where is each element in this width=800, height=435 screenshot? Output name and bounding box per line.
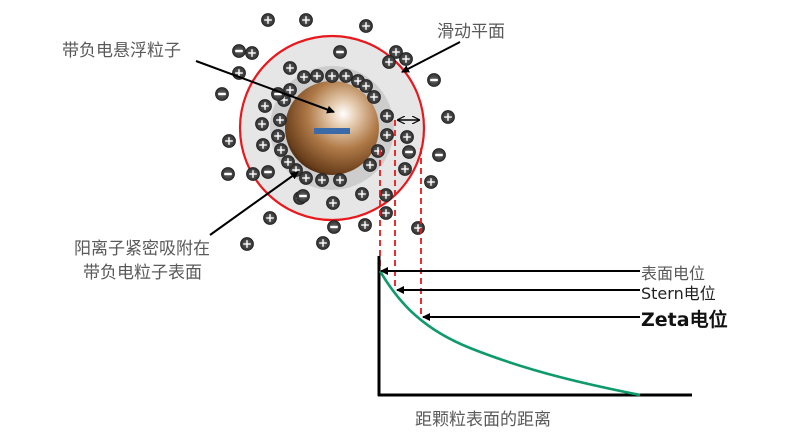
- cation-icon: [283, 61, 297, 75]
- cation-icon: [299, 13, 313, 27]
- cation-icon: [359, 19, 373, 33]
- cation-icon: [245, 46, 259, 60]
- adsorbed-pointer-arrow: [209, 171, 299, 236]
- cation-icon: [358, 218, 372, 232]
- cation-icon: [315, 173, 329, 187]
- cation-icon: [389, 45, 403, 59]
- cation-icon: [359, 79, 373, 93]
- cation-icon: [363, 158, 377, 172]
- anion-icon: [232, 44, 246, 58]
- cation-icon: [222, 134, 236, 148]
- cation-icon: [274, 143, 288, 157]
- cation-icon: [273, 113, 287, 127]
- cation-icon: [411, 221, 425, 235]
- anion-icon: [261, 165, 275, 179]
- x-axis-label: 距颗粒表面的距离: [415, 410, 551, 430]
- anion-icon: [333, 45, 347, 59]
- cation-icon: [400, 130, 414, 144]
- anion-icon: [427, 73, 441, 87]
- cation-icon: [246, 167, 260, 181]
- cation-icon: [339, 69, 353, 83]
- cation-icon: [310, 69, 324, 83]
- slip-plane-circle: [238, 34, 426, 222]
- anion-icon: [296, 189, 310, 203]
- cation-icon: [379, 206, 393, 220]
- cation-icon: [325, 69, 339, 83]
- cation-icon: [258, 99, 272, 113]
- adsorbed-label-line2: 带负电粒子表面: [83, 263, 202, 283]
- ions-group: [215, 13, 455, 251]
- anion-icon: [432, 148, 446, 162]
- cation-icon: [424, 175, 438, 189]
- cation-icon: [379, 188, 393, 202]
- slip-plane-pointer-arrow: [401, 41, 461, 73]
- cation-icon: [261, 13, 275, 27]
- cation-icon: [367, 90, 381, 104]
- cation-icon: [316, 236, 330, 250]
- particle-negative-charge-bar: [314, 128, 350, 134]
- potential-curve: [378, 270, 641, 397]
- cation-icon: [271, 129, 285, 143]
- cation-icon: [398, 162, 412, 176]
- particle-label: 带负电悬浮粒子: [62, 41, 181, 61]
- anion-icon: [327, 220, 341, 234]
- cation-icon: [256, 138, 270, 152]
- cation-icon: [380, 128, 394, 142]
- cation-icon: [297, 70, 311, 84]
- cation-icon: [240, 237, 254, 251]
- slip-plane-label: 滑动平面: [437, 22, 505, 42]
- cation-icon: [255, 117, 269, 131]
- cation-icon: [263, 211, 277, 225]
- cation-icon: [326, 196, 340, 210]
- cation-icon: [371, 144, 385, 158]
- cation-icon: [299, 171, 313, 185]
- cation-icon: [281, 155, 295, 169]
- anion-icon: [215, 87, 229, 101]
- surface-potential-label: 表面电位: [641, 264, 706, 283]
- cation-icon: [355, 187, 369, 201]
- adsorbed-label-line1: 阳离子紧密吸附在: [74, 239, 210, 259]
- cation-icon: [333, 173, 347, 187]
- zeta-potential-label: Zeta电位: [641, 309, 728, 331]
- particle-pointer-arrow: [195, 60, 335, 114]
- stern-potential-label: Stern电位: [641, 284, 716, 303]
- anion-icon: [402, 145, 416, 159]
- cation-icon: [382, 55, 396, 69]
- cation-icon: [399, 52, 413, 66]
- anion-icon: [221, 167, 235, 181]
- cation-icon: [441, 110, 455, 124]
- cation-icon: [380, 109, 394, 123]
